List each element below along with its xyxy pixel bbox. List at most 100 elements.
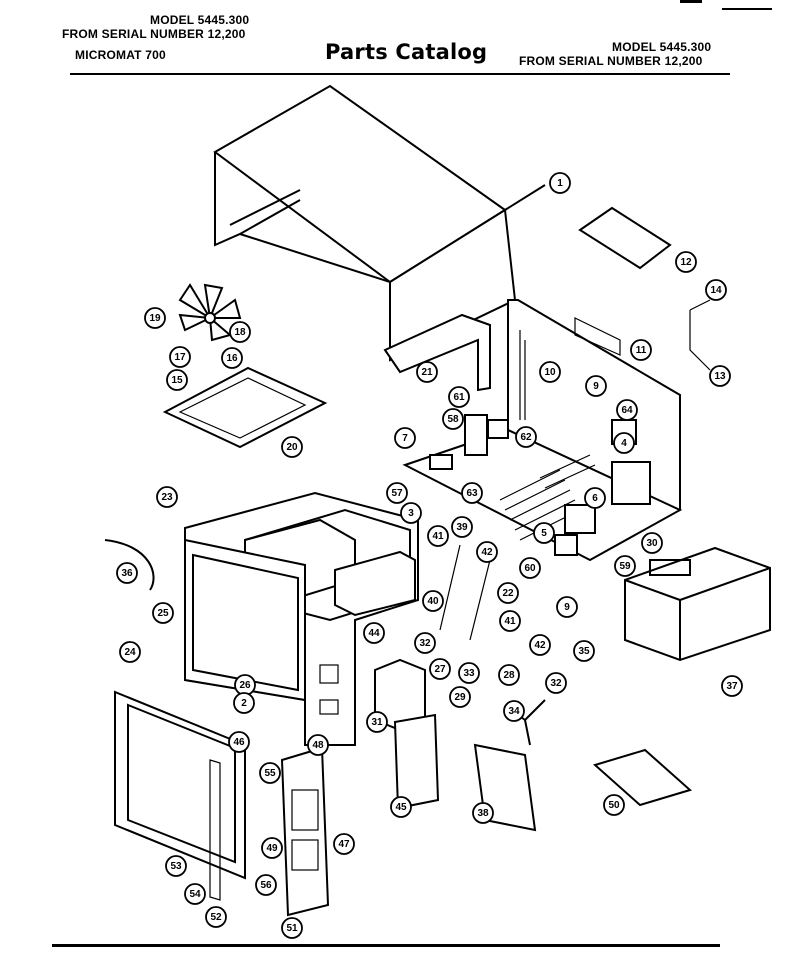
callout-28: 28	[498, 664, 520, 686]
right-serial-text: FROM SERIAL NUMBER 12,200	[519, 54, 703, 68]
callout-13: 13	[709, 365, 731, 387]
callout-number: 4	[621, 438, 627, 449]
callout-23: 23	[156, 486, 178, 508]
callout-number: 14	[710, 285, 722, 296]
callout-number: 62	[520, 432, 532, 443]
callout-circle	[476, 541, 498, 563]
callout-47: 47	[333, 833, 355, 855]
callout-number: 47	[338, 839, 350, 850]
product-name: MICROMAT 700	[75, 48, 166, 62]
callout-number: 9	[564, 602, 570, 613]
callout-circle	[556, 596, 578, 618]
callout-60: 60	[519, 557, 541, 579]
callout-25: 25	[152, 602, 174, 624]
callout-circle	[152, 602, 174, 624]
callout-35: 35	[573, 640, 595, 662]
callout-number: 31	[371, 717, 383, 728]
bracket-part	[578, 206, 672, 270]
callout-number: 36	[121, 568, 133, 579]
callout-number: 32	[550, 678, 562, 689]
callout-number: 23	[161, 492, 173, 503]
callout-41a: 41	[427, 525, 449, 547]
callout-circle	[585, 375, 607, 397]
callout-circle	[390, 796, 412, 818]
callout-circle	[549, 172, 571, 194]
callout-circle	[614, 555, 636, 577]
callout-circle	[461, 482, 483, 504]
callout-circle	[307, 734, 329, 756]
callout-circle	[255, 874, 277, 896]
callout-circle	[721, 675, 743, 697]
callout-7: 7	[394, 427, 416, 449]
callout-circle	[261, 837, 283, 859]
callout-1: 1	[549, 172, 571, 194]
callout-circle	[221, 347, 243, 369]
callout-number: 18	[234, 327, 246, 338]
callout-37: 37	[721, 675, 743, 697]
callout-circle	[519, 557, 541, 579]
callout-14: 14	[705, 279, 727, 301]
callout-circle	[539, 361, 561, 383]
callout-circle	[233, 692, 255, 714]
callout-number: 13	[714, 371, 726, 382]
callout-circle	[630, 339, 652, 361]
callout-number: 39	[456, 522, 468, 533]
callout-22: 22	[497, 582, 519, 604]
callout-number: 61	[453, 392, 465, 403]
callout-circle	[416, 361, 438, 383]
header-rule	[70, 73, 730, 75]
callout-64: 64	[616, 399, 638, 421]
callout-circle	[584, 487, 606, 509]
callout-15: 15	[166, 369, 188, 391]
callout-circle	[205, 906, 227, 928]
callout-number: 34	[508, 706, 520, 717]
callout-number: 49	[266, 843, 278, 854]
callout-number: 57	[391, 488, 403, 499]
chassis-components	[429, 414, 651, 556]
callout-number: 16	[226, 353, 238, 364]
callout-42a: 42	[476, 541, 498, 563]
callout-62: 62	[515, 426, 537, 448]
callout-number: 29	[454, 692, 466, 703]
footer-rule	[52, 944, 720, 947]
callout-number: 15	[171, 375, 183, 386]
callout-number: 38	[477, 808, 489, 819]
callout-circle	[184, 883, 206, 905]
callout-4: 4	[613, 432, 635, 454]
callout-circle	[119, 641, 141, 663]
callout-number: 28	[503, 670, 515, 681]
callout-19: 19	[144, 307, 166, 329]
callout-45: 45	[390, 796, 412, 818]
callout-number: 40	[427, 596, 439, 607]
callout-number: 25	[157, 608, 169, 619]
callout-circle	[449, 686, 471, 708]
callout-circle	[603, 794, 625, 816]
callout-number: 20	[286, 442, 298, 453]
callout-circle	[144, 307, 166, 329]
callout-number: 55	[264, 768, 276, 779]
callout-6: 6	[584, 487, 606, 509]
callout-56: 56	[255, 874, 277, 896]
callout-number: 42	[534, 640, 546, 651]
callout-16: 16	[221, 347, 243, 369]
callout-circle	[709, 365, 731, 387]
callout-circle	[429, 658, 451, 680]
callout-32b: 32	[545, 672, 567, 694]
callout-number: 50	[608, 800, 620, 811]
right-model-text: MODEL 5445.300	[612, 40, 712, 54]
waveguide-part	[383, 313, 491, 392]
callout-circle	[116, 562, 138, 584]
callout-circle	[497, 582, 519, 604]
callout-40: 40	[422, 590, 444, 612]
callout-circle	[529, 634, 551, 656]
control-panel	[280, 746, 330, 917]
callout-number: 26	[239, 680, 251, 691]
wiring-harness	[592, 748, 693, 807]
callout-number: 33	[463, 668, 475, 679]
callout-51: 51	[281, 917, 303, 939]
callout-circle	[533, 522, 555, 544]
callout-number: 64	[621, 405, 633, 416]
callout-33: 33	[458, 662, 480, 684]
callout-number: 3	[408, 508, 414, 519]
callout-36: 36	[116, 562, 138, 584]
